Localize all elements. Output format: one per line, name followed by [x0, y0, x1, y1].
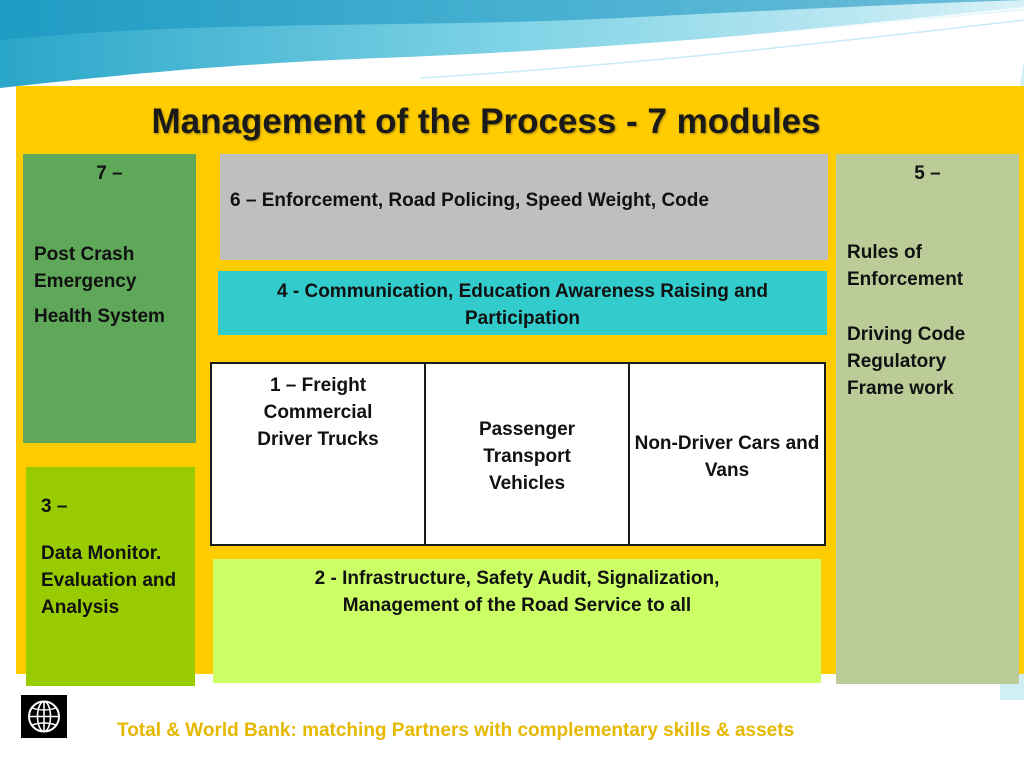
module-3-box: 3 – Data Monitor. Evaluation and Analysi… — [26, 467, 195, 686]
world-bank-globe-icon — [28, 700, 60, 733]
module-3-number: 3 – — [41, 496, 68, 517]
module-7-box: 7 – Post Crash Emergency Health System — [23, 154, 196, 443]
module-1-cell-trucks: 1 – Freight Commercial Driver Trucks — [212, 364, 424, 544]
module-5-line1: Rules of Enforcement — [847, 242, 964, 290]
module-5-number: 5 – — [914, 163, 941, 184]
module-6-text: 6 – Enforcement, Road Policing, Speed We… — [230, 190, 709, 211]
module-1-cell-passenger: Passenger Transport Vehicles — [424, 364, 628, 544]
slide-title: Management of the Process - 7 modules — [151, 102, 821, 141]
module-7-number: 7 – — [96, 163, 123, 184]
module-2-box: 2 - Infrastructure, Safety Audit, Signal… — [213, 559, 821, 683]
module-3-line1: Data Monitor. Evaluation and Analysis — [41, 543, 177, 618]
module-1-col1-text: 1 – Freight Commercial Driver Trucks — [257, 375, 379, 450]
module-5-box: 5 – Rules of Enforcement Driving Code Re… — [836, 154, 1019, 684]
footer-text: Total & World Bank: matching Partners wi… — [117, 720, 795, 741]
module-7-line1: Post Crash Emergency — [34, 244, 137, 292]
world-bank-logo — [21, 695, 67, 738]
module-7-line2: Health System — [34, 306, 165, 327]
module-4-box: 4 - Communication, Education Awareness R… — [218, 271, 827, 335]
module-6-box: 6 – Enforcement, Road Policing, Speed We… — [220, 154, 828, 260]
module-4-text: 4 - Communication, Education Awareness R… — [277, 281, 768, 329]
module-5-line2: Driving Code Regulatory Frame work — [847, 324, 966, 399]
decorative-wave-top — [0, 0, 1024, 88]
module-1-cell-cars: Non-Driver Cars and Vans — [628, 364, 824, 544]
module-2-text: 2 - Infrastructure, Safety Audit, Signal… — [314, 568, 720, 616]
module-1-table: 1 – Freight Commercial Driver Trucks Pas… — [210, 362, 826, 546]
module-1-col2-text: Passenger Transport Vehicles — [478, 419, 576, 494]
module-1-col3-text: Non-Driver Cars and Vans — [634, 433, 820, 481]
